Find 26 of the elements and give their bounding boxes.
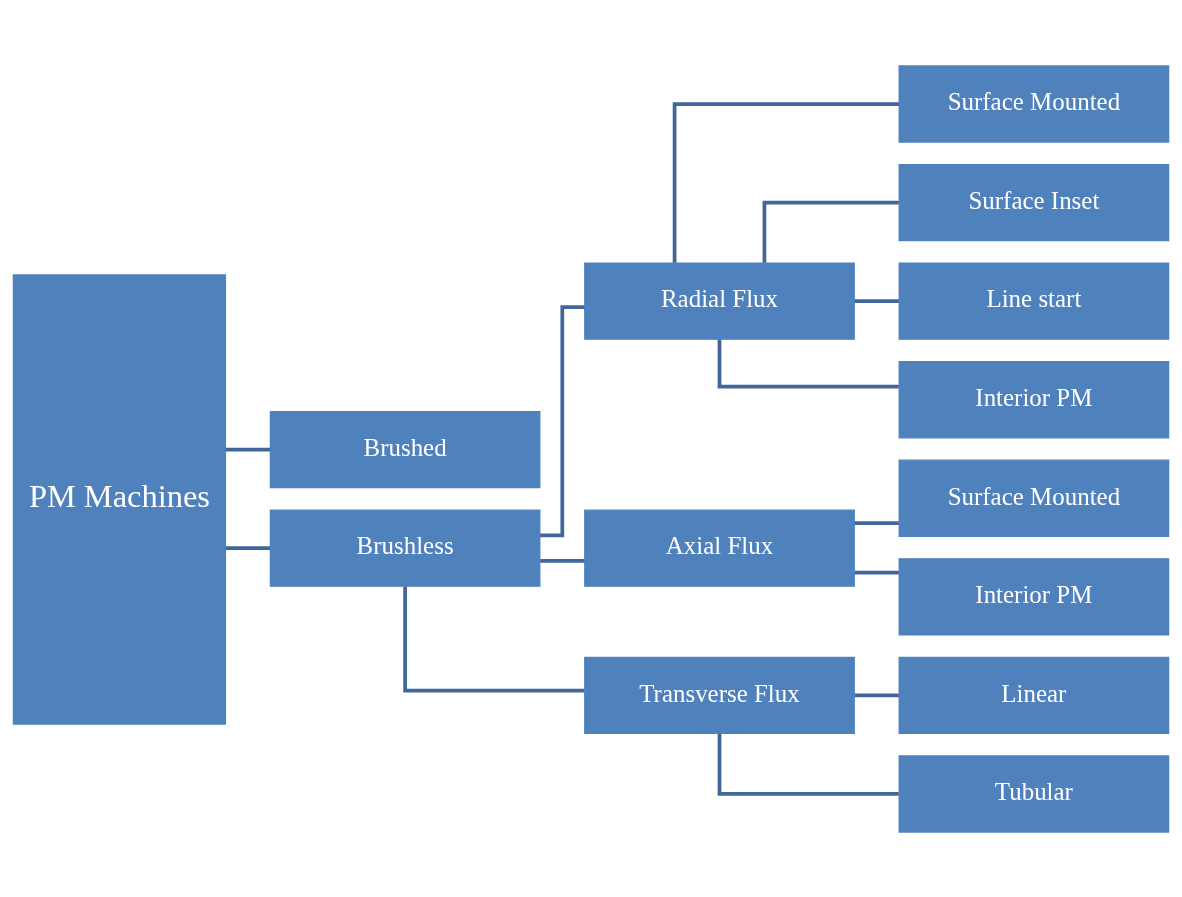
node-box: Tubular bbox=[898, 754, 1170, 833]
connector bbox=[225, 447, 271, 451]
node-box: Interior PM bbox=[898, 557, 1170, 635]
connector bbox=[403, 585, 585, 693]
node-box: PM Machines bbox=[12, 273, 227, 725]
node-box: Brushed bbox=[269, 410, 541, 488]
node-box: Surface Mounted bbox=[898, 64, 1170, 143]
connector bbox=[717, 733, 899, 796]
node-box: Interior PM bbox=[898, 360, 1170, 438]
connector bbox=[225, 545, 271, 550]
node-box: Surface Mounted bbox=[898, 459, 1170, 537]
connector bbox=[762, 200, 899, 263]
node-box: Linear bbox=[898, 656, 1170, 734]
node-box: Line start bbox=[898, 262, 1170, 340]
connector bbox=[854, 570, 899, 574]
connector bbox=[540, 558, 585, 563]
node-box: Axial Flux bbox=[584, 509, 855, 587]
node-box: Brushless bbox=[269, 509, 541, 587]
connector bbox=[672, 101, 900, 263]
connector bbox=[717, 338, 899, 388]
connector bbox=[854, 520, 899, 525]
node-box: Surface Inset bbox=[898, 163, 1170, 241]
node-box: Radial Flux bbox=[584, 262, 855, 340]
connector bbox=[854, 693, 899, 697]
node-box: Transverse Flux bbox=[584, 656, 855, 734]
connector bbox=[854, 298, 899, 303]
